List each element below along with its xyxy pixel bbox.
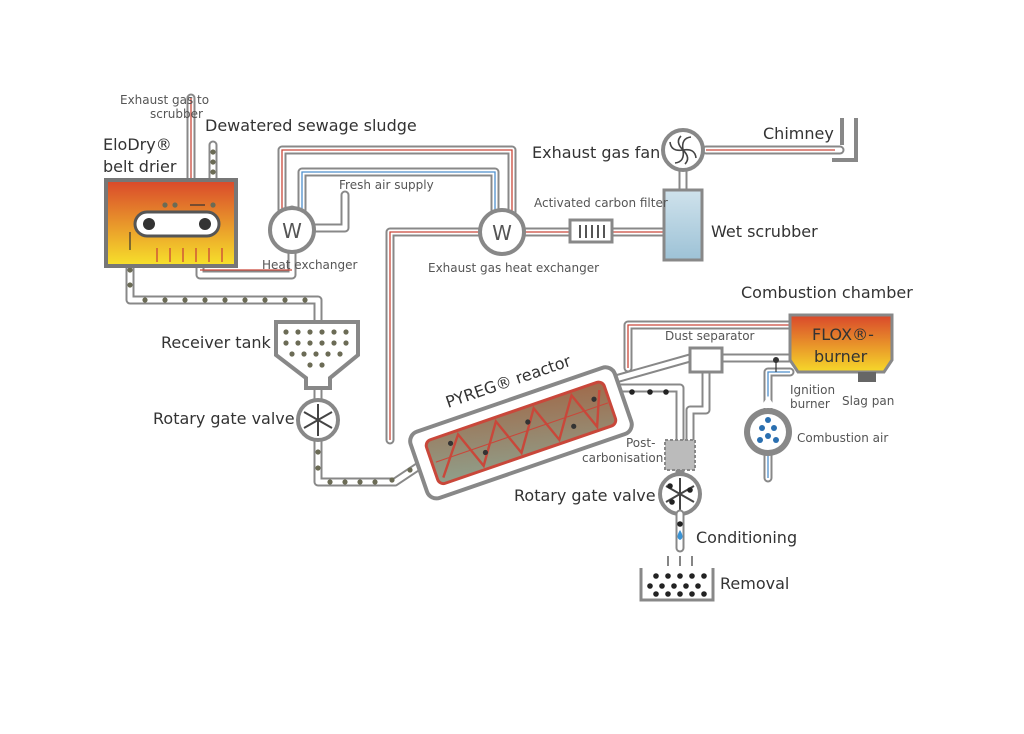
label-post-carb-2: carbonisation [582,451,663,465]
label-combustion-air: Combustion air [797,431,888,445]
label-exhaust-to-scrubber-2: scrubber [150,107,203,121]
label-rotary-valve-2: Rotary gate valve [514,486,656,505]
label-dewatered-sludge: Dewatered sewage sludge [205,116,417,135]
label-elodry-2: belt drier [103,157,177,176]
label-rotary-valve-1: Rotary gate valve [153,409,295,428]
flox-burner [788,313,894,382]
label-receiver-tank: Receiver tank [161,333,272,352]
label-chimney: Chimney [763,124,834,143]
heat-exchanger-symbol: W [282,219,302,243]
label-ignition-1: Ignition [790,383,835,397]
removal-bin [639,568,715,602]
label-dust-separator: Dust separator [665,329,755,343]
receiver-tank [274,320,360,390]
rotary-valve-icon [296,398,340,442]
combustion-air-blower [744,396,792,456]
label-combustion-chamber: Combustion chamber [741,283,913,302]
exhaust-heat-exchanger-symbol: W [492,221,512,245]
post-carbonisation [664,439,696,471]
belt-drier [104,178,238,268]
label-conditioning: Conditioning [696,528,797,547]
filter-icon [568,218,614,244]
label-exhaust-to-scrubber-1: Exhaust gas to [120,93,209,107]
exhaust-heat-exchanger-icon: W [478,208,526,256]
label-ignition-2: burner [790,397,830,411]
heat-exchanger-icon: W [268,206,316,254]
dust-separator [688,346,724,374]
label-flox-2: burner [814,347,868,366]
label-fresh-air: Fresh air supply [339,178,434,192]
label-flox-1: FLOX®- [812,325,874,344]
pyreg-reactor [408,365,634,501]
label-elodry-1: EloDry® [103,135,172,154]
water-drop-icon [677,530,683,540]
chimney [832,118,858,162]
fan-icon [661,128,705,172]
labels: Exhaust gas to scrubber Dewatered sewage… [103,93,913,593]
label-heat-exchanger: Heat exchanger [262,258,358,272]
label-exhaust-fan: Exhaust gas fan [532,143,660,162]
flow-lines [190,98,835,478]
label-post-carb-1: Post- [626,436,655,450]
label-wet-scrubber: Wet scrubber [711,222,818,241]
wet-scrubber [662,188,704,262]
label-slag-pan: Slag pan [842,394,894,408]
label-exhaust-heat-exchanger: Exhaust gas heat exchanger [428,261,599,275]
label-removal: Removal [720,574,789,593]
rotary-valve-icon [658,472,702,516]
label-activated-carbon: Activated carbon filter [534,196,668,210]
